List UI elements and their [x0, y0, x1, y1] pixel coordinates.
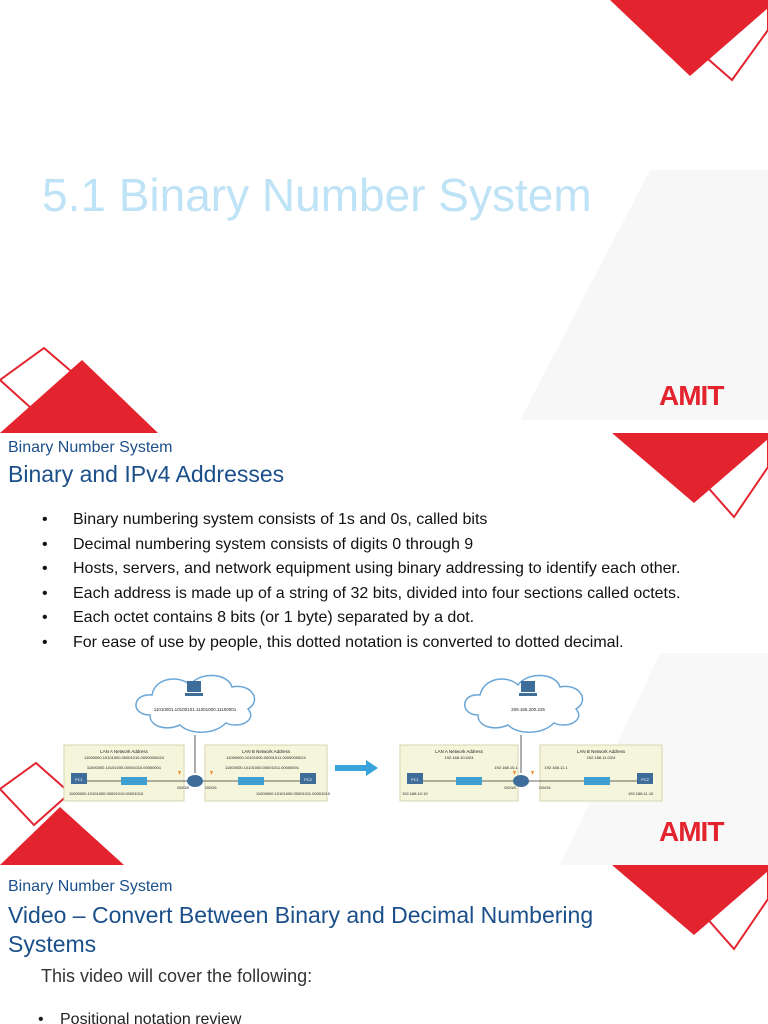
lan-b-address: 11000000.10101000.00001011.00000000/24	[226, 755, 306, 760]
content-slide: Binary Number System Video – Convert Bet…	[0, 865, 768, 1024]
lan-a-address: 11000000.10101000.00001010.00000000/24	[84, 755, 165, 760]
pc1-label: PC1	[75, 777, 84, 782]
amit-logo: AMIT	[659, 816, 724, 847]
lan-a-gateway: 11000000.10101000.00001010.00000001	[87, 765, 162, 770]
section-kicker: Binary Number System	[8, 439, 173, 456]
switch-icon	[456, 777, 482, 785]
arrow-right-icon	[335, 760, 378, 776]
list-item: •Decimal numbering system consists of di…	[42, 535, 474, 553]
lan-b-gateway: 11000000.10101000.00001011.00000001	[225, 765, 300, 770]
lan-b-title: LAN B Network Address	[242, 749, 291, 754]
cloud-address: 209.165.200.225	[511, 707, 545, 712]
router-icon	[513, 775, 529, 787]
network-diagram: 11010001.10100101.11001000.11100001 LAN …	[63, 674, 663, 802]
intro-text: This video will cover the following:	[41, 966, 313, 986]
cloud-address: 11010001.10100101.11001000.11100001	[154, 707, 237, 712]
red-chevron-shape	[612, 865, 768, 935]
interface-left: G0/0/0	[504, 785, 517, 790]
lan-a-address: 192.168.10.0/24	[445, 755, 475, 760]
list-item: •Positional notation review	[38, 1011, 242, 1024]
amit-logo: AMIT	[659, 380, 724, 411]
slide-title: 5.1 Binary Number System	[42, 169, 592, 221]
internet-cloud	[464, 674, 584, 733]
server-icon	[521, 681, 535, 692]
pc-icon	[300, 773, 316, 784]
server-icon	[187, 681, 201, 692]
section-kicker: Binary Number System	[8, 878, 173, 895]
red-triangle-shape	[0, 807, 124, 865]
bullet-list: •Binary numbering system consists of 1s …	[42, 508, 762, 655]
pc2-address: 192.168.11.10	[628, 791, 654, 796]
interface-right: G0/0/1	[539, 785, 552, 790]
bullet-list: •Positional notation review	[38, 1011, 241, 1024]
pc2-address: 11000000.10101000.00001011.00001010	[256, 791, 331, 796]
lan-a-title: LAN A Network Address	[100, 749, 149, 754]
red-chevron-shape	[610, 0, 768, 76]
slide-heading: Binary and IPv4 Addresses	[8, 461, 285, 487]
list-item: •Each address is made up of a string of …	[42, 584, 681, 602]
list-item: •Binary numbering system consists of 1s …	[42, 511, 488, 528]
lan-b-gateway: 192.168.11.1	[544, 765, 568, 770]
slide-heading: Video – Convert Between Binary and Decim…	[8, 902, 594, 957]
lan-b-title: LAN B Network Address	[577, 749, 626, 754]
slide-background	[612, 865, 768, 951]
interface-left: G0/0/0	[177, 785, 190, 790]
lan-a-title: LAN A Network Address	[435, 749, 484, 754]
list-item: •For ease of use by people, this dotted …	[42, 633, 624, 651]
pc1-address: 192.168.10.10	[402, 791, 428, 796]
switch-icon	[238, 777, 264, 785]
decimal-network-diagram: 209.165.200.225 LAN A Network Address 19…	[399, 674, 663, 802]
internet-cloud	[135, 674, 256, 733]
slide-background	[0, 0, 768, 433]
lan-a-gateway: 192.168.10.1	[494, 765, 518, 770]
pc1-address: 11000000.10101000.00001010.00001010	[69, 791, 144, 796]
title-slide: 5.1 Binary Number System AMIT	[0, 0, 768, 433]
lan-b-address: 192.168.11.0/24	[587, 755, 616, 760]
interface-right: G0/0/1	[205, 785, 218, 790]
pc-icon	[637, 773, 653, 784]
content-slide: Binary Number System Binary and IPv4 Add…	[0, 433, 768, 865]
red-triangle-shape	[0, 360, 158, 433]
pc-icon	[71, 773, 87, 784]
list-item: •Each octet contains 8 bits (or 1 byte) …	[42, 609, 475, 626]
slide-background	[0, 433, 768, 865]
binary-network-diagram: 11010001.10100101.11001000.11100001 LAN …	[63, 674, 331, 802]
switch-icon	[121, 777, 147, 785]
pc1-label: PC1	[411, 777, 420, 782]
red-chevron-shape	[612, 433, 768, 503]
router-icon	[187, 775, 203, 787]
pc2-label: PC2	[304, 777, 313, 782]
pc2-label: PC2	[641, 777, 650, 782]
list-item: •Hosts, servers, and network equipment u…	[42, 560, 681, 577]
pc-icon	[407, 773, 423, 784]
switch-icon	[584, 777, 610, 785]
